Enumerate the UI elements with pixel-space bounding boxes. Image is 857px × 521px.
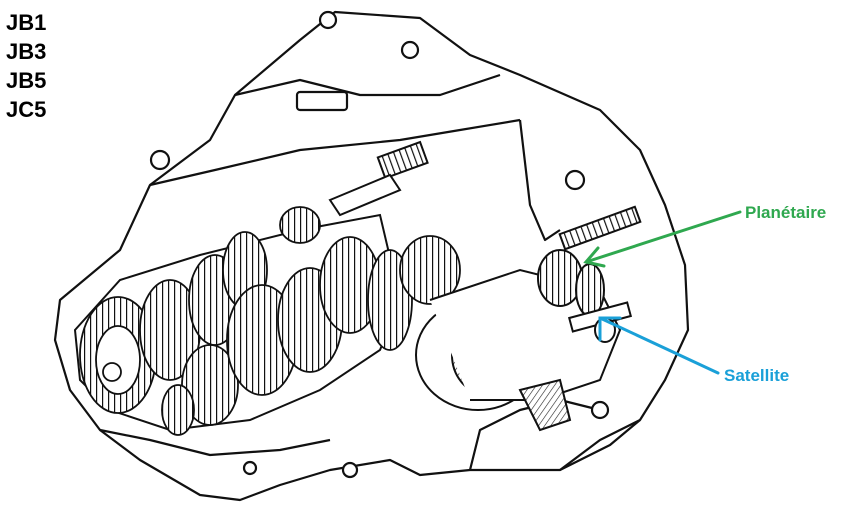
planetaire-arrow (583, 210, 742, 268)
satellite-label: Satellite (724, 366, 790, 385)
model-code-jb1: JB1 (6, 10, 47, 35)
model-code-jb5: JB5 (6, 68, 47, 93)
input-shaft (328, 140, 429, 217)
model-code-jc5: JC5 (6, 97, 47, 122)
planetaire-label: Planétaire (745, 203, 827, 222)
differential-assembly (415, 205, 642, 432)
gearbox-model-codes: JB1 JB3 JB5 JC5 (6, 8, 46, 124)
gear-train (79, 206, 461, 436)
satellite-arrow (598, 316, 720, 375)
model-code-jb3: JB3 (6, 39, 47, 64)
